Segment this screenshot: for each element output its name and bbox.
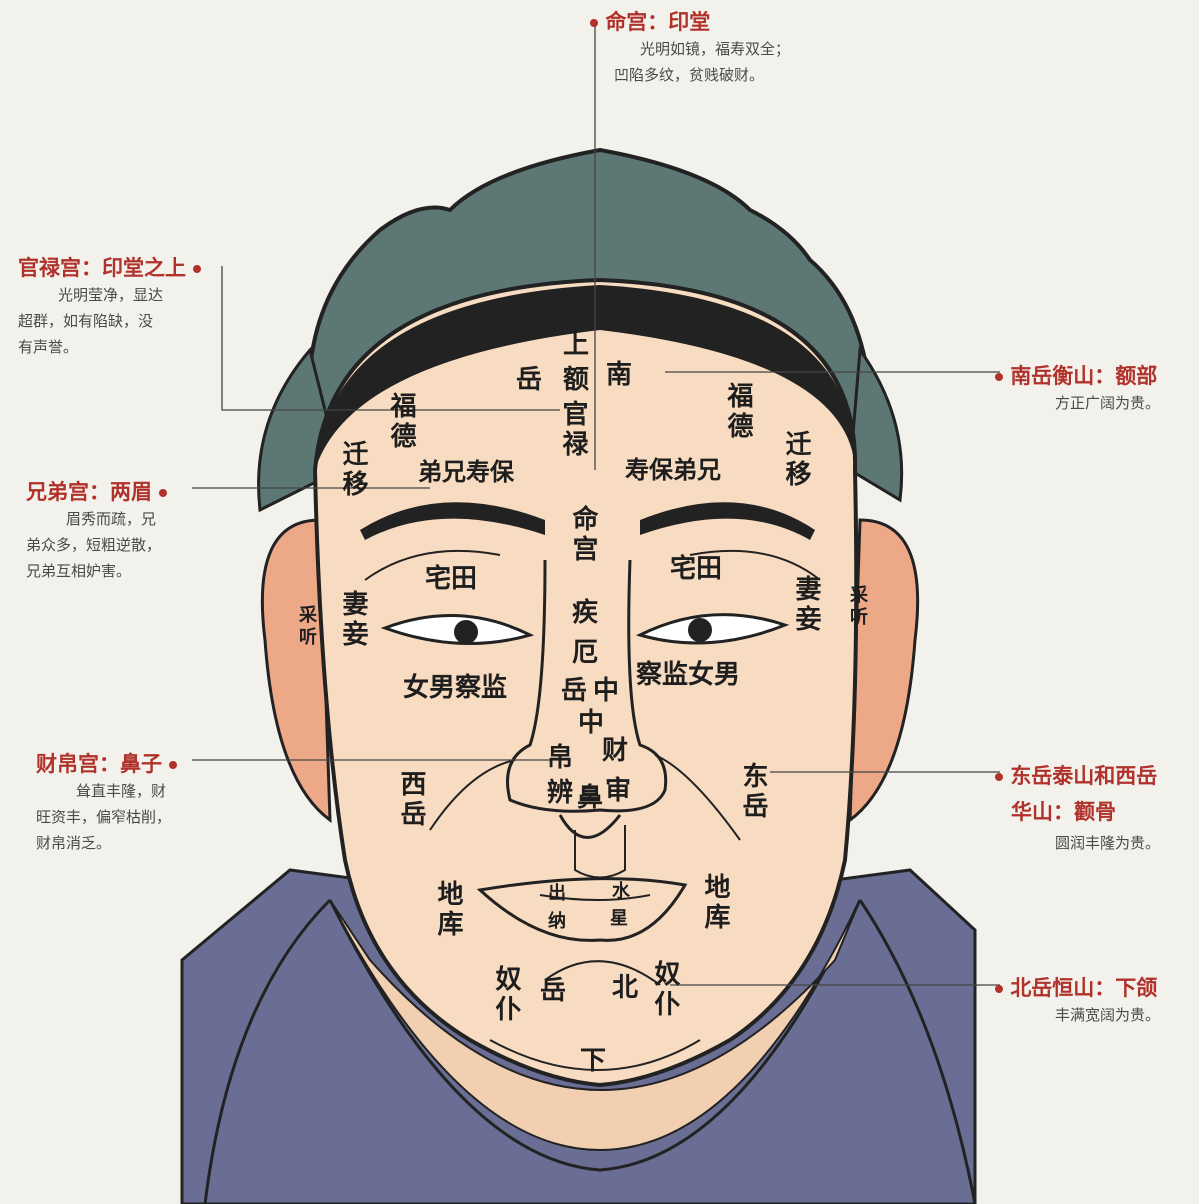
label-dongyue: 东岳 [740, 762, 766, 822]
label-nan: 南 [606, 362, 632, 388]
nan-yue-desc: 方正广阔为贵。 [995, 390, 1195, 416]
label-nvnan-left: 女男察监 [403, 675, 507, 701]
guan-lu-gong-title: 官禄宫：印堂之上 [18, 256, 186, 280]
annotation-dot [995, 985, 1003, 993]
label-zhaitian-right: 宅田 [670, 556, 722, 582]
cai-bo-gong-desc-1: 耸直丰隆，财 [36, 778, 236, 804]
label-ji: 疾 [572, 600, 598, 626]
label-qianyi-right: 迁移 [783, 430, 809, 490]
label-guanlu: 官禄 [560, 400, 586, 460]
label-nvnan-right: 察监女男 [636, 662, 740, 688]
guan-lu-gong-desc-2: 超群，如有陷缺，没 [18, 308, 228, 334]
xiong-di-gong-desc-2: 弟众多，短粗逆散， [26, 532, 226, 558]
annotation-dong-xi-yue: 东岳泰山和西岳 华山：颧骨 圆润丰隆为贵。 [995, 760, 1195, 856]
annotation-dot [193, 265, 201, 273]
label-e: 额 [563, 367, 589, 393]
label-shui: 水 [612, 883, 630, 901]
annotation-nan-yue: 南岳衡山：额部 方正广阔为贵。 [995, 360, 1195, 416]
annotation-xiong-di-gong: 兄弟宫：两眉 眉秀而疏，兄 弟众多，短粗逆散， 兄弟互相妒害。 [26, 476, 226, 584]
label-nupu-right: 奴仆 [652, 960, 678, 1020]
ming-gong-desc-2: 凹陷多纹，贫贱破财。 [590, 62, 790, 88]
dong-xi-yue-title-2: 华山：颧骨 [995, 796, 1195, 826]
label-shen: 审 [605, 778, 631, 804]
annotation-dot [590, 19, 598, 27]
label-bei: 北 [612, 975, 638, 1001]
label-zhong1: 中 [593, 678, 619, 704]
label-minggong: 命宫 [570, 505, 596, 565]
annotation-guan-lu-gong: 官禄宫：印堂之上 光明莹净，显达 超群，如有陷缺，没 有声誉。 [18, 252, 228, 360]
label-e2: 厄 [572, 640, 598, 666]
label-caiting-left: 采听 [297, 605, 315, 649]
cai-bo-gong-desc-2: 旺资丰，偏窄枯削， [36, 804, 236, 830]
label-yue-top: 岳 [516, 367, 542, 393]
ming-gong-title: 命宫：印堂 [605, 10, 710, 34]
label-zhong2: 中 [578, 710, 604, 736]
label-caiting-right: 采听 [848, 585, 866, 629]
label-yue-mid: 岳 [561, 678, 587, 704]
annotation-ming-gong: 命宫：印堂 光明如镜，福寿双全； 凹陷多纹，贫贱破财。 [590, 6, 790, 88]
label-zhaitian-left: 宅田 [425, 566, 477, 592]
xiong-di-gong-desc-3: 兄弟互相妒害。 [26, 558, 226, 584]
label-bi: 鼻 [577, 785, 603, 811]
label-yue-bottom: 岳 [540, 978, 566, 1004]
label-xing: 星 [610, 910, 628, 928]
xiong-di-gong-desc-1: 眉秀而疏，兄 [26, 506, 226, 532]
bei-yue-title: 北岳恒山：下颌 [1010, 976, 1157, 1000]
label-xiyue: 西岳 [398, 770, 424, 830]
ear-right [850, 520, 918, 820]
label-bo: 帛 [547, 745, 573, 771]
dong-xi-yue-desc: 圆润丰隆为贵。 [995, 830, 1195, 856]
label-chu: 出 [548, 885, 566, 903]
label-fude-right: 福德 [725, 382, 751, 442]
annotation-dot [995, 773, 1003, 781]
nan-yue-title: 南岳衡山：额部 [1010, 364, 1157, 388]
label-diku-right: 地库 [702, 873, 728, 933]
label-nupu-left: 奴仆 [493, 965, 519, 1025]
cai-bo-gong-title: 财帛宫：鼻子 [36, 752, 162, 776]
annotation-dot [995, 373, 1003, 381]
label-diku-left: 地库 [435, 880, 461, 940]
annotation-bei-yue: 北岳恒山：下颌 丰满宽阔为贵。 [995, 972, 1195, 1028]
label-brows-right: 寿保弟兄 [625, 458, 721, 482]
label-qiqie-left: 妻妾 [340, 590, 366, 650]
xiong-di-gong-title: 兄弟宫：两眉 [26, 480, 152, 504]
guan-lu-gong-desc-3: 有声誉。 [18, 334, 228, 360]
label-fude-left: 福德 [388, 392, 414, 452]
annotation-dot [169, 761, 177, 769]
annotation-cai-bo-gong: 财帛宫：鼻子 耸直丰隆，财 旺资丰，偏窄枯削， 财帛消乏。 [36, 748, 236, 856]
bei-yue-desc: 丰满宽阔为贵。 [995, 1002, 1195, 1028]
dong-xi-yue-title: 东岳泰山和西岳 [1010, 764, 1157, 788]
label-brows-left: 弟兄寿保 [418, 460, 514, 484]
label-qiqie-right: 妻妾 [793, 575, 819, 635]
label-bian: 辨 [547, 780, 573, 806]
label-xia: 下 [580, 1048, 606, 1074]
cai-bo-gong-desc-3: 财帛消乏。 [36, 830, 236, 856]
label-qianyi-left: 迁移 [340, 440, 366, 500]
ming-gong-desc-1: 光明如镜，福寿双全； [590, 36, 790, 62]
label-cai: 财 [602, 738, 628, 764]
guan-lu-gong-desc-1: 光明莹净，显达 [18, 282, 228, 308]
label-na: 纳 [548, 913, 566, 931]
label-shang: 上 [563, 332, 589, 358]
annotation-dot [159, 489, 167, 497]
